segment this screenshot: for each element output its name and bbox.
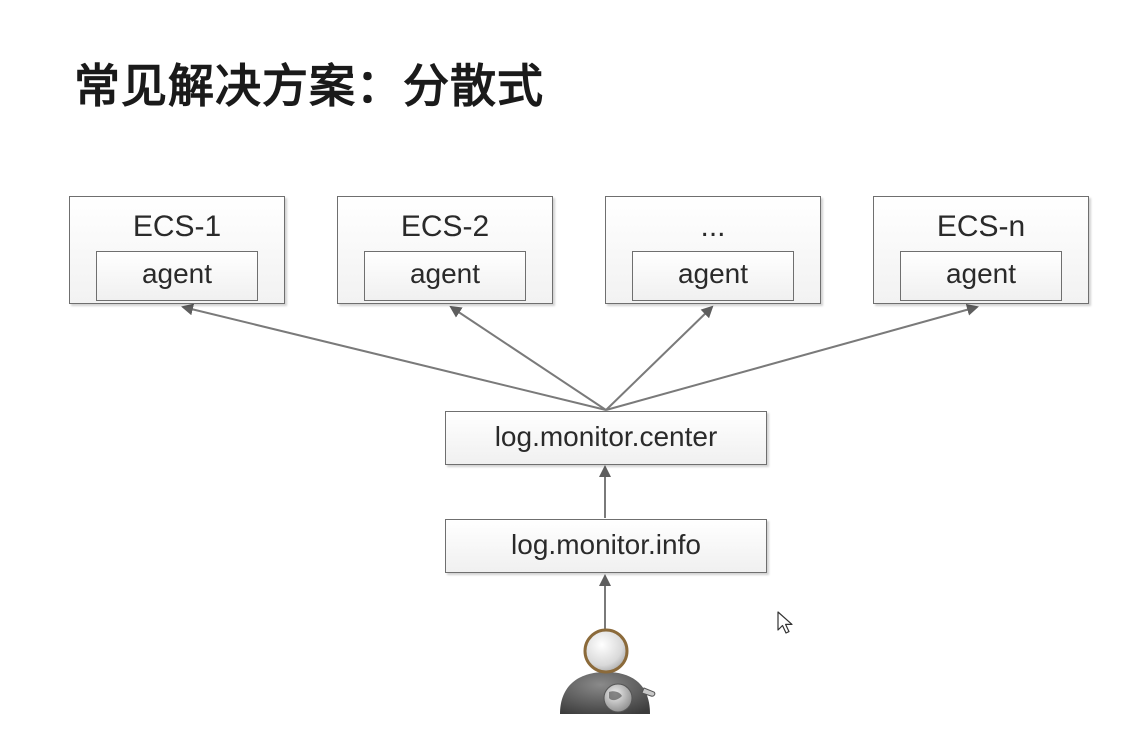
arrow-center-to-ecs-1 <box>181 303 607 411</box>
server-box-ecs-1: ECS-1 agent <box>69 196 285 304</box>
log-monitor-center-box: log.monitor.center <box>445 411 767 465</box>
server-name: ECS-1 <box>132 210 222 243</box>
server-box-ecs-2: ECS-2 agent <box>337 196 553 304</box>
server-box-ellipsis: ... agent <box>605 196 821 304</box>
agent-box: agent <box>900 251 1062 301</box>
server-box-ecs-n: ECS-n agent <box>873 196 1089 304</box>
agent-box: agent <box>96 251 258 301</box>
user-globe-icon <box>560 628 656 714</box>
server-name: ECS-2 <box>400 210 490 243</box>
server-name: ... <box>700 210 726 243</box>
log-monitor-info-box: log.monitor.info <box>445 519 767 573</box>
agent-box: agent <box>364 251 526 301</box>
arrow-center-to-ecs-2 <box>449 305 607 411</box>
arrow-center-to-ecs-n <box>605 303 979 411</box>
arrow-center-to-ecs-3 <box>605 305 714 411</box>
slide-title: 常见解决方案：分散式 <box>74 59 544 113</box>
server-name: ECS-n <box>936 210 1026 243</box>
mouse-pointer-icon <box>777 611 793 634</box>
agent-box: agent <box>632 251 794 301</box>
